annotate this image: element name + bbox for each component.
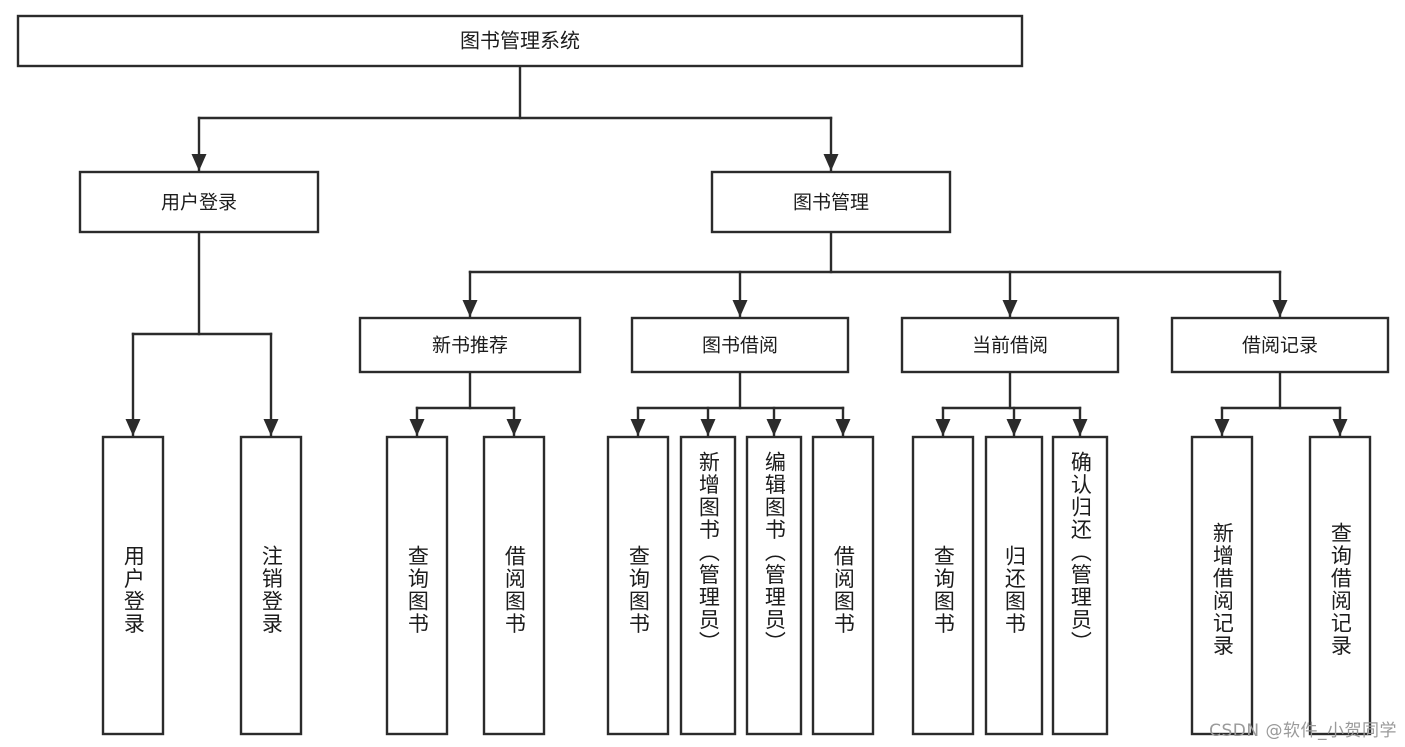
node-label-root: 图书管理系统 (460, 29, 580, 53)
arrow-head-icon-leaf-borrow-book-recommend (506, 419, 522, 436)
arrow-head-icon-leaf-query-book-recommend (409, 419, 425, 436)
node-box-leaf-borrow-book (811, 435, 875, 736)
arrow-head-icon-leaf-query-borrow-record (1332, 419, 1348, 436)
node-box-leaf-query-book-recommend (385, 435, 449, 736)
node-boxes (16, 14, 1390, 736)
node-box-leaf-confirm-return (1051, 435, 1109, 736)
arrow-head-icon-leaf-user-logout (263, 419, 279, 436)
node-box-current-borrow (900, 316, 1120, 374)
node-box-root (16, 14, 1024, 68)
node-box-leaf-user-logout (239, 435, 303, 736)
arrow-head-icon-lv3-3 (1272, 300, 1288, 317)
arrow-head-icon-leaf-edit-book (766, 419, 782, 436)
node-label-user-login: 用户登录 (161, 192, 237, 214)
arrow-head-icon-leaf-add-borrow-record (1214, 419, 1230, 436)
arrow-head-icon-leaf-user-login (125, 419, 141, 436)
arrow-head-icon-leaf-return-book (1006, 419, 1022, 436)
arrow-head-icon-leaf-query-book-borrow (630, 419, 646, 436)
node-box-borrow-record (1170, 316, 1390, 374)
arrow-head-icon-leaf-add-book (700, 419, 716, 436)
node-box-leaf-add-book (679, 435, 737, 736)
arrow-head-icon-leaf-confirm-return (1072, 419, 1088, 436)
node-label-book-borrow: 图书借阅 (702, 335, 778, 357)
node-box-user-login (78, 170, 320, 234)
node-box-leaf-user-login (101, 435, 165, 736)
watermark-text: CSDN @软件_小贺同学 (1209, 721, 1397, 741)
node-box-leaf-query-borrow-record (1308, 435, 1372, 736)
node-box-new-book-recommend (358, 316, 582, 374)
node-label-book-manage: 图书管理 (793, 192, 869, 214)
node-box-book-borrow (630, 316, 850, 374)
arrow-head-icon-lv3-0 (462, 300, 478, 317)
arrow-head-icon-lv3-2 (1002, 300, 1018, 317)
node-box-book-manage (710, 170, 952, 234)
node-label-borrow-record: 借阅记录 (1242, 335, 1318, 357)
node-box-leaf-query-book-current (911, 435, 975, 736)
arrow-head-icon-lv3-1 (732, 300, 748, 317)
node-box-leaf-return-book (984, 435, 1044, 736)
arrow-head-icon-lv2-0 (191, 154, 207, 171)
arrow-head-icon-leaf-borrow-book (835, 419, 851, 436)
arrow-head-icon-leaf-query-book-current (935, 419, 951, 436)
connector-lines (125, 64, 1348, 437)
node-box-leaf-borrow-book-recommend (482, 435, 546, 736)
node-box-leaf-query-book-borrow (606, 435, 670, 736)
node-box-leaf-edit-book (745, 435, 803, 736)
node-label-new-book-recommend: 新书推荐 (432, 335, 508, 357)
node-label-current-borrow: 当前借阅 (972, 335, 1048, 357)
node-box-leaf-add-borrow-record (1190, 435, 1254, 736)
arrow-head-icon-lv2-1 (823, 154, 839, 171)
